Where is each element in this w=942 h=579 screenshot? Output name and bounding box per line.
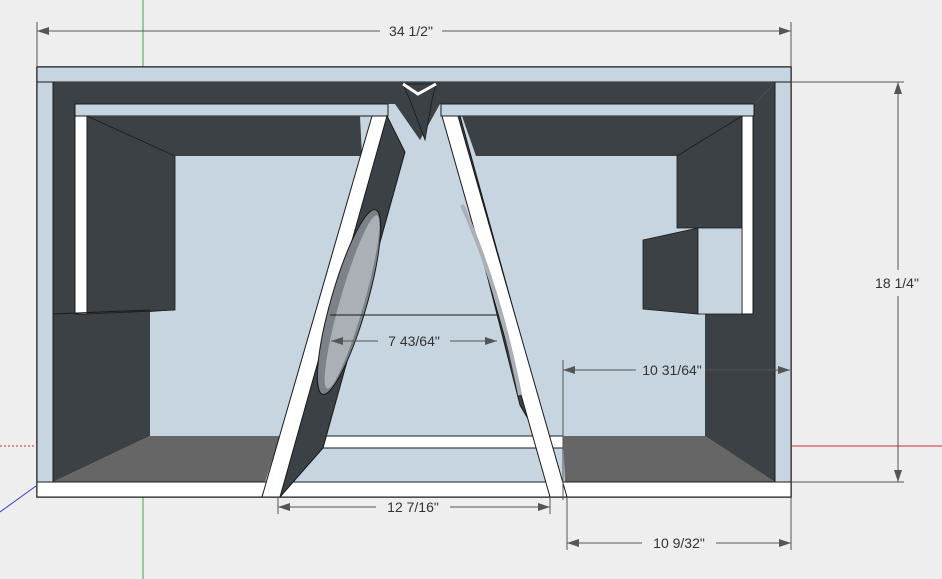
left-block (86, 115, 176, 315)
right-shelf-edge (440, 103, 755, 117)
dim-right-base-label: 10 9/32" (653, 535, 705, 551)
blue-axis (0, 485, 37, 513)
dim-right-chamber: 10 31/64" (562, 360, 790, 500)
dim-right-chamber-label: 10 31/64" (642, 362, 701, 378)
left-vertical-panel (74, 115, 88, 315)
left-ledge (52, 309, 151, 315)
top-v-notch (402, 83, 437, 142)
center-floor-edge (322, 435, 564, 449)
left-floor (53, 436, 280, 482)
dim-port-gap-label: 7 43/64" (388, 333, 440, 349)
left-shelf-edge (74, 103, 389, 117)
right-side-wall (705, 82, 775, 482)
left-shelf-face (87, 116, 362, 156)
right-shelf-face (462, 116, 742, 156)
dim-right-base: 10 9/32" (566, 498, 792, 551)
bottom-panel (36, 481, 792, 498)
left-side-panel (36, 81, 54, 483)
right-port-side (697, 227, 743, 315)
dim-overall-width-label: 34 1/2" (389, 23, 433, 39)
dim-overall-height-label: 18 1/4" (875, 275, 919, 291)
dim-center-base-label: 12 7/16" (387, 499, 439, 515)
right-vertical-panel (741, 115, 754, 315)
dim-center-base: 12 7/16" (277, 498, 551, 515)
top-v-notch-edge (402, 82, 437, 96)
dim-overall-width: 34 1/2" (36, 22, 792, 66)
top-panel (36, 66, 792, 83)
dim-overall-height: 18 1/4" (792, 81, 919, 483)
right-port-front (642, 227, 699, 315)
right-speaker-cutout (460, 204, 522, 396)
right-side-panel (774, 81, 792, 483)
left-speaker-cutout-inner (324, 215, 380, 389)
left-baffle-edge (261, 115, 388, 498)
right-floor (563, 436, 775, 482)
dim-port-gap: 7 43/64" (331, 333, 497, 349)
